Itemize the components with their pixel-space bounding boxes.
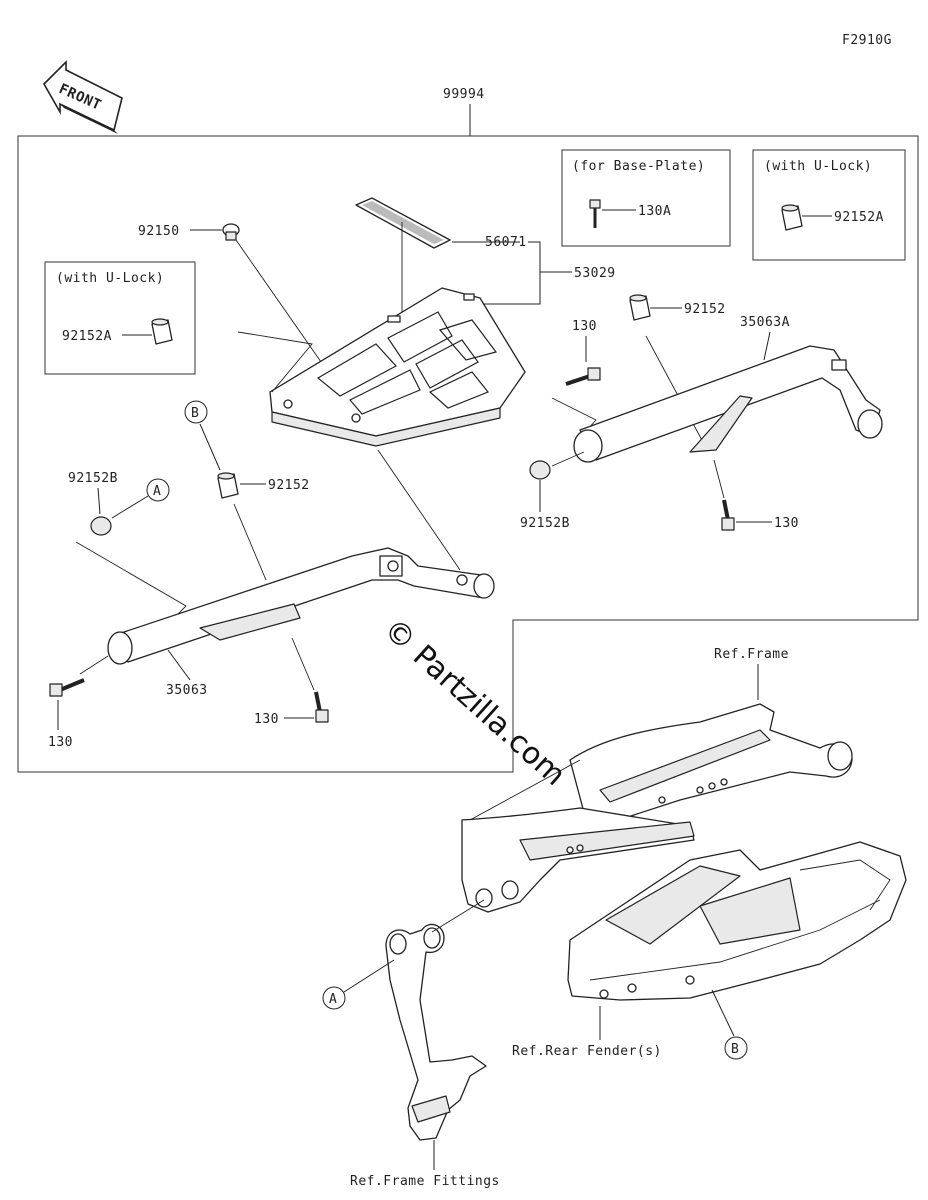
collar-92152b-right-icon [529,460,551,480]
bracket-53029 [480,241,541,305]
collar-92152b-left-icon [90,516,112,536]
frame-ref-icon [461,703,853,913]
assembly-number: 99994 [443,87,485,102]
part-92152-upper: 92152 [684,302,726,317]
base-plate-callout-box [561,149,731,247]
collar-92152a-left-icon [151,318,173,345]
bolt-130-right-icon [721,499,735,531]
part-92152-left: 92152 [268,478,310,493]
marker-b-upper: B [184,400,208,424]
part-130a: 130A [638,204,671,219]
ulock-left-callout-box [44,261,196,375]
bolt-130-left-icon [49,678,85,697]
bolt-92150-icon [222,223,240,241]
svg-text:A: A [329,992,337,1007]
leader-35063 [167,649,191,681]
watermark-text: © Partzilla.com [377,612,572,793]
collar-92152-upper-icon [629,294,651,321]
part-130-upper: 130 [572,319,597,334]
part-53029: 53029 [574,266,616,281]
leader-92152-to-bar [645,335,705,445]
base-plate-53029-icon [269,287,526,447]
leader-92152-left-to-bar [233,503,267,581]
figure-code: F2910G [842,33,892,48]
part-56071-visible: 56071 [485,235,527,250]
part-130-mid: 130 [254,712,279,727]
leader-92152b-right-to-bar [551,451,585,467]
leader-130-left-to-bar [79,655,109,675]
ulock-right-callout-box [752,149,906,261]
assembly-border [17,135,919,773]
part-92152a-right: 92152A [834,210,884,225]
stay-35063a-icon [573,345,883,463]
leader-plate-left [237,331,313,393]
bolt-130-upper-icon [565,367,601,386]
stay-35063-icon [107,547,495,665]
leader-b-lower [711,989,735,1037]
ulock-left-callout-title: (with U-Lock) [56,271,164,286]
leader-a-lower [343,959,395,993]
collar-92152a-right-icon [781,204,803,231]
base-plate-callout-title: (for Base-Plate) [572,159,705,174]
rear-fender-ref-icon [567,841,907,1001]
marker-a-upper: A [146,478,170,502]
leader-130-right-to-bar [713,459,725,499]
leader-a-upper [111,495,149,519]
collar-92152-left-icon [217,472,239,499]
part-92152b-left: 92152B [68,471,118,486]
leader-plate-down [377,449,461,571]
leader-fittings-to-frame [431,899,485,933]
front-arrow-icon: FRONT [43,60,123,134]
part-130-right: 130 [774,516,799,531]
part-92150: 92150 [138,224,180,239]
leader-b-upper [199,423,221,471]
frame-fittings-ref-icon [385,923,487,1141]
part-130-left: 130 [48,735,73,750]
marker-b-lower: B [724,1036,748,1060]
leader-92152b-left [97,487,101,515]
label-plate-56071-icon [355,197,451,249]
part-92152b-right: 92152B [520,516,570,531]
bolt-130-mid-icon [314,691,329,723]
leader-130-mid-to-bar [291,637,315,691]
svg-text:B: B [191,406,199,421]
part-35063a: 35063A [740,315,790,330]
svg-text:B: B [731,1042,739,1057]
leader-92152b-left-to-bar [75,541,187,621]
ref-rear-fender-label: Ref.Rear Fender(s) [512,1044,662,1059]
ref-frame-label: Ref.Frame [714,647,789,662]
leader-35063a [763,331,771,361]
marker-a-lower: A [322,986,346,1010]
part-35063: 35063 [166,683,208,698]
bolt-130a-icon [589,199,601,228]
ulock-right-callout-title: (with U-Lock) [764,159,872,174]
svg-text:A: A [153,484,161,499]
ref-frame-fittings-label: Ref.Frame Fittings [350,1174,500,1189]
part-92152a-left: 92152A [62,329,112,344]
